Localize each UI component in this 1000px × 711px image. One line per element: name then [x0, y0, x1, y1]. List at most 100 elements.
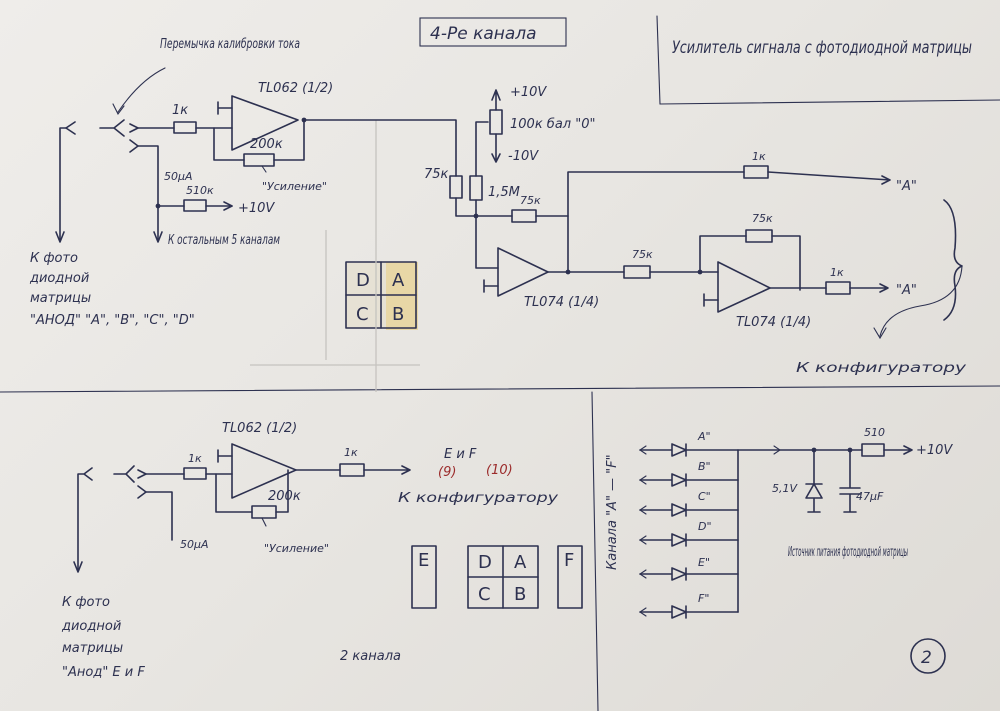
bottom-opamp-ground	[217, 449, 233, 463]
bottom-anode-text-2: диодной	[61, 619, 121, 634]
diode-label-c: C"	[698, 490, 711, 503]
opamp-tl062-bottom	[231, 443, 297, 499]
faint-lines	[250, 120, 420, 392]
quad-top-a: A	[392, 270, 405, 291]
outputs-brace	[943, 199, 963, 321]
signal-bus	[303, 119, 457, 177]
anode-text-4: "АНОД" "A", "B", "C", "D"	[30, 313, 195, 328]
ef-label: E и F	[444, 447, 477, 462]
pin10-label: (10)	[486, 463, 513, 478]
anode-text-1: К фото	[30, 251, 78, 266]
v-supply-label: +10V	[916, 443, 953, 458]
bottom-resistor-200k	[251, 505, 277, 519]
supply-pos-label: +10V	[510, 85, 547, 100]
out-na-label: "A"	[896, 283, 917, 298]
bottom-jumper-contacts	[137, 469, 147, 499]
out-a-arrow	[767, 171, 891, 185]
quad-matrix-grid	[345, 261, 417, 329]
bottom-anode-text-1: К фото	[62, 595, 110, 610]
bias-to-opamp	[475, 199, 499, 269]
bottom-resistor-1k-out	[339, 463, 365, 477]
diode-label-a: A"	[697, 430, 711, 443]
source-label: Источник питания фотодиодной матрицы	[788, 545, 908, 560]
r1k-a-label: 1к	[752, 150, 766, 163]
r15m-label: 1,5М	[488, 185, 520, 200]
bias-wire	[137, 145, 159, 241]
resistor-75k-d	[745, 229, 773, 243]
bottom-r-in: 1к	[188, 452, 202, 465]
r75b-right	[535, 215, 569, 273]
bottom-r-out: 1к	[344, 446, 358, 459]
quad-bottom-b: B	[514, 584, 526, 605]
side-e-label: E	[418, 550, 429, 571]
quad-matrix-highlight	[386, 262, 418, 330]
bottom-anode-arrowhead	[73, 561, 83, 573]
jumper-switch	[99, 119, 125, 137]
anode-arrowhead	[55, 231, 65, 243]
opamp-tl062-top	[231, 95, 299, 151]
pot-label: 100к бал "0"	[510, 117, 595, 132]
diode-label-d: D"	[698, 520, 712, 533]
anode-connector	[65, 121, 76, 135]
quad-top-b: B	[392, 304, 404, 325]
opamp3-ground	[703, 293, 719, 307]
photodiode-array	[639, 443, 739, 619]
page-number-circle	[910, 638, 946, 674]
channels-a-f-label: Канала "A" — "F"	[605, 454, 620, 570]
out-a-wire	[567, 171, 745, 217]
supply-arrow	[883, 445, 913, 455]
cap-label: 47μF	[856, 490, 884, 503]
supply-neg-label: -10V	[508, 149, 539, 164]
bottom-trimmer-arrow	[261, 517, 267, 527]
diode-label-b: B"	[698, 460, 711, 473]
bottom-r-fb: 200к	[268, 489, 301, 504]
resistor-1-5m	[469, 175, 483, 201]
title-box	[419, 17, 567, 47]
rail-arrow	[773, 445, 781, 455]
feedback-wire	[213, 119, 305, 161]
r1k-b-label: 1к	[830, 266, 844, 279]
opamp1-label: TL062 (1/2)	[258, 81, 333, 96]
zener-diode	[805, 449, 823, 513]
opamp-tl074-b	[717, 261, 771, 313]
subtitle-line-1: Усилитель сигнала с фотодиодной матрицы	[672, 38, 972, 58]
opamp1-plus-ground	[217, 101, 233, 115]
opamp2-label: TL074 (1/4)	[524, 295, 599, 310]
bottom-bias-wire	[145, 491, 173, 541]
r75a-wire	[455, 197, 477, 217]
bottom-anode-text-4: "Анод" E и F	[62, 665, 145, 680]
to-config-bottom: К конфигуратору	[398, 491, 558, 506]
opamp-tl074-a	[497, 247, 549, 297]
side-panel-f	[557, 545, 583, 609]
bottom-anode-connector	[77, 467, 93, 571]
horizontal-divider	[0, 385, 1000, 393]
anode-wire	[59, 127, 67, 241]
zener-label: 5,1V	[772, 482, 798, 495]
bottom-gain-label: "Усиление"	[264, 542, 329, 555]
subtitle-frame	[656, 15, 1000, 105]
quad-bottom-d: D	[478, 552, 492, 573]
quad-bottom-a: A	[514, 552, 527, 573]
to-others-line: К остальным 5 каналам	[168, 233, 280, 248]
out-a-label: "A"	[896, 179, 917, 194]
diode-label-f: F"	[698, 592, 709, 605]
bottom-jumper	[113, 465, 135, 483]
page-number: 2	[921, 648, 932, 668]
resistor-1k	[173, 121, 197, 134]
resistor-200k	[243, 153, 275, 167]
channels-2-label: 2 канала	[340, 649, 401, 664]
jumper-contact-top	[129, 123, 139, 133]
resistor-75k-c	[623, 265, 651, 279]
side-panel-e	[411, 545, 437, 609]
resistor-75k-a	[449, 175, 463, 199]
jumper-arrow	[117, 67, 166, 113]
quad-bottom-c: C	[478, 584, 491, 605]
resistor-510	[861, 443, 885, 457]
r-series-label: 510	[864, 426, 885, 439]
r-fb-label: 200к	[250, 137, 283, 152]
bias-arrowhead	[153, 231, 163, 243]
opamp3-label: TL074 (1/4)	[736, 315, 811, 330]
bottom-anode-text-3: матрицы	[62, 641, 123, 656]
bottom-out-arrow	[363, 465, 411, 475]
to-config-top: К конфигуратору	[796, 361, 966, 376]
